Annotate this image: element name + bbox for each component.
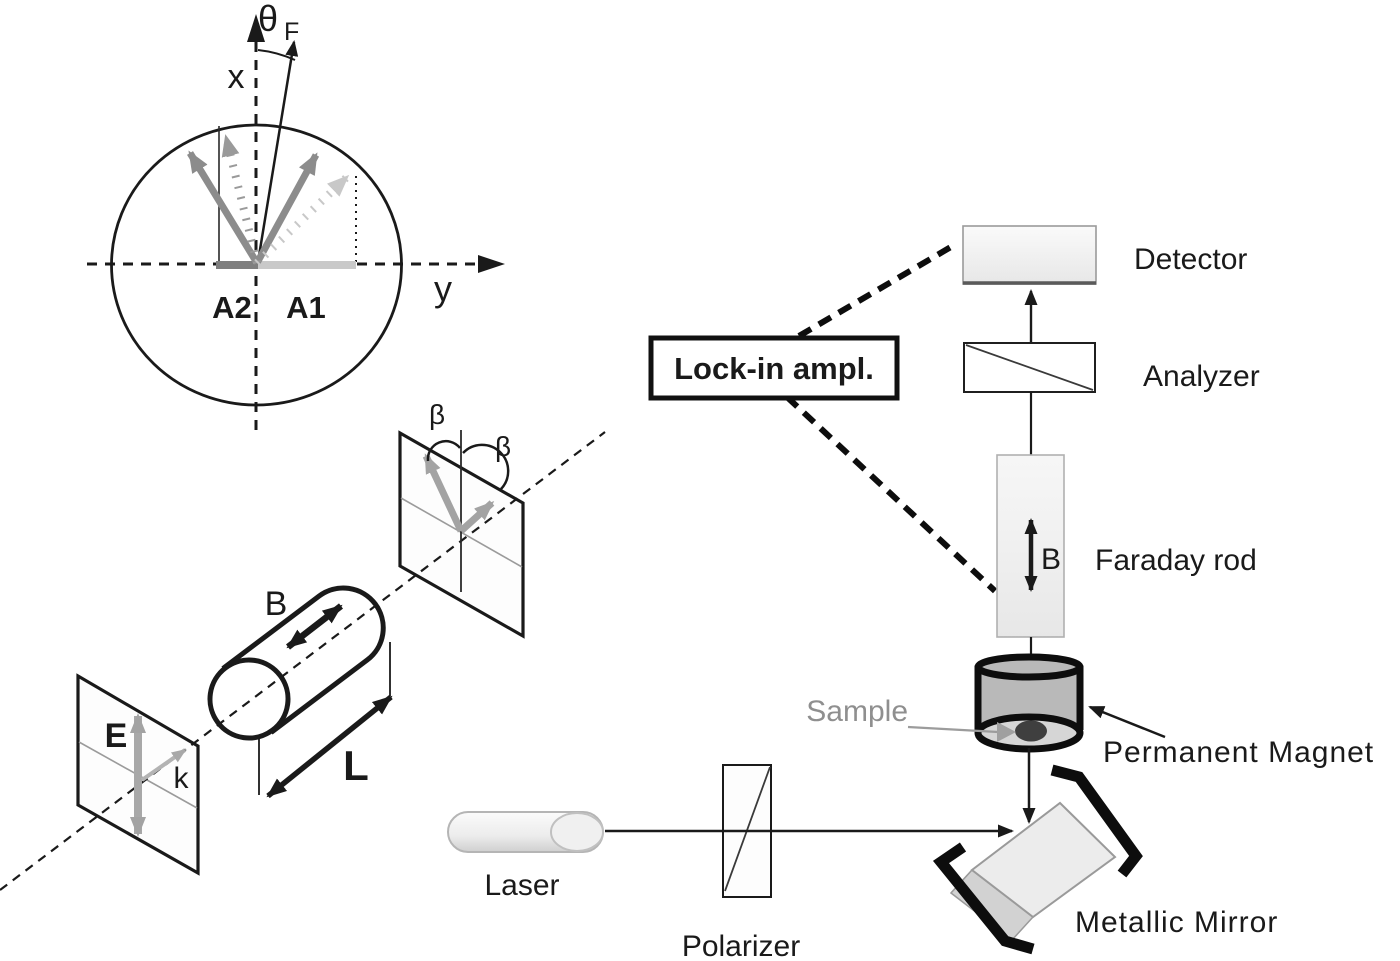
analyzer-box: [963, 342, 1096, 393]
e-field-label: E: [105, 717, 128, 755]
detector-label: Detector: [1134, 243, 1247, 276]
lock-in-label: Lock-in ampl.: [674, 351, 874, 386]
lockin-rod-connection: [784, 394, 998, 594]
x-axis-label: x: [228, 58, 245, 96]
rod-b-label: B: [1041, 543, 1061, 576]
beta-right-label: β: [495, 431, 511, 462]
magnet-pointer-line: [1088, 705, 1166, 739]
mirror-bracket-lower: [932, 842, 1035, 955]
b-field-label: B: [265, 585, 288, 623]
lockin-detector-connection: [797, 241, 958, 339]
sample-pointer-line: [907, 725, 999, 734]
faraday-cell-diagram: E k B L β β: [0, 399, 606, 891]
metallic-mirror-label: Metallic Mirror: [1075, 906, 1278, 939]
sample-pointer-arrowhead: [997, 722, 1016, 742]
polarizer-diagonal: [724, 766, 771, 892]
lock-in-box: Lock-in ampl.: [648, 335, 900, 401]
a2-vector-right: [253, 152, 320, 265]
x-axis-arrowhead: [247, 14, 265, 42]
theta-subscript: F: [284, 18, 299, 46]
rotated-arrow-left: [422, 453, 465, 533]
k-vector-arrow: [140, 748, 187, 782]
permanent-magnet: [974, 653, 1084, 753]
mirror-bracket-upper: [1050, 764, 1143, 878]
a2-vector-left: [187, 150, 260, 265]
faraday-cell-cylinder: [207, 585, 386, 741]
beta-arc-left: [426, 439, 461, 462]
metallic-mirror: [932, 764, 1143, 955]
analyzer-diagonal: [965, 344, 1094, 391]
beta-arc-right: [462, 443, 510, 490]
rotated-axis-arrow: [256, 40, 299, 263]
faraday-rod-box: B: [996, 454, 1065, 638]
b-field-arrow: [286, 603, 343, 650]
beta-left-label: β: [429, 399, 445, 430]
laser-aperture: [550, 812, 604, 852]
polarizer-label: Polarizer: [682, 930, 800, 961]
a2-label: A2: [212, 290, 252, 325]
laser-body: [447, 811, 604, 853]
experimental-setup: Lock-in ampl. Detector Analyzer B Farada…: [447, 225, 1374, 961]
laser-label: Laser: [484, 869, 559, 902]
sample-dot: [1015, 720, 1047, 742]
y-axis-label: y: [434, 268, 452, 309]
analyzer-label: Analyzer: [1143, 360, 1260, 393]
theta-angle-arc: [257, 49, 296, 61]
a1-label: A1: [286, 290, 326, 325]
beam-axis-dashed: [0, 431, 606, 891]
sample-label: Sample: [806, 695, 908, 728]
k-vector-label: k: [174, 762, 190, 795]
detector-box: [962, 225, 1097, 285]
permanent-magnet-label: Permanent Magnet: [1103, 736, 1374, 769]
length-label: L: [343, 742, 369, 789]
y-axis-arrowhead: [478, 255, 505, 273]
rotated-arrow-right: [458, 500, 495, 534]
theta-glyph: θ: [258, 0, 278, 39]
length-arrow: [266, 694, 393, 799]
mirror-top-face: [970, 801, 1117, 919]
faraday-rod-label: Faraday rod: [1095, 544, 1257, 577]
magnet-top: [974, 653, 1084, 681]
